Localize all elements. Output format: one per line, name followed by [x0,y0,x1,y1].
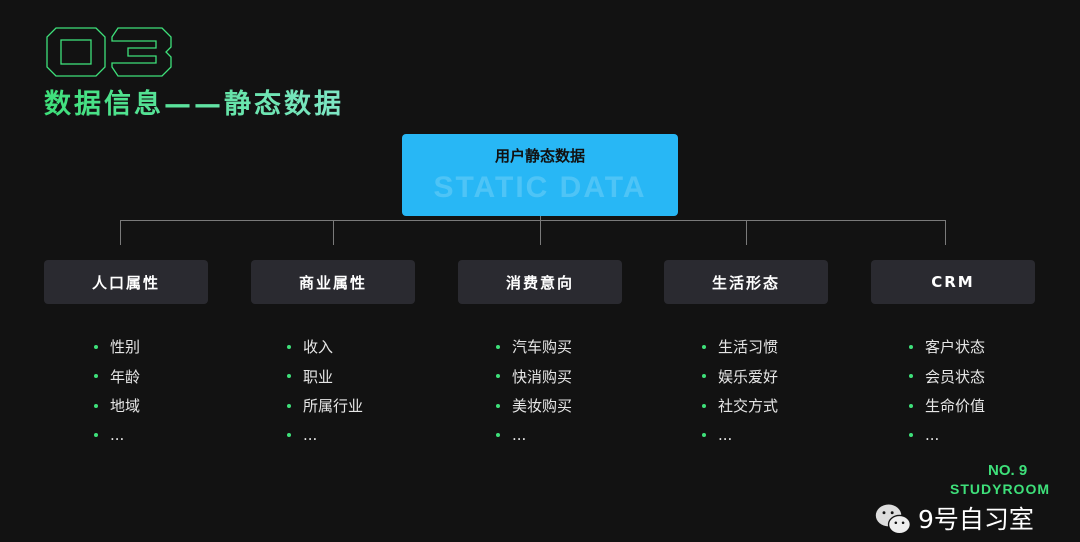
category-business: 商业属性 [251,260,415,304]
category-consumption: 消费意向 [458,260,622,304]
wechat-icon [875,504,912,535]
demographics-list: 性别 年龄 地域 ... [94,332,140,450]
list-item: ... [287,421,363,451]
list-item: 美妆购买 [496,391,572,421]
list-item: 娱乐爱好 [702,362,778,392]
list-item: 地域 [94,391,140,421]
list-item: 生命价值 [909,391,985,421]
lifestyle-list: 生活习惯 娱乐爱好 社交方式 ... [702,332,778,450]
crm-list: 客户状态 会员状态 生命价值 ... [909,332,985,450]
root-label: 用户静态数据 [494,147,585,165]
list-item: 快消购买 [496,362,572,392]
connector [120,220,121,245]
list-item: 年龄 [94,362,140,392]
root-watermark: STATIC DATA [433,171,647,204]
watermark-text: 9号自习室 [918,505,1034,534]
connector [120,220,946,221]
badge-name: STUDYROOM [950,481,1050,497]
connector [746,220,747,245]
page-title: 数据信息——静态数据 [44,82,344,121]
category-demographics: 人口属性 [44,260,208,304]
badge-number: NO. 9 [988,462,1028,479]
list-item: ... [702,421,778,451]
list-item: 收入 [287,332,363,362]
list-item: 客户状态 [909,332,985,362]
connector [540,216,541,220]
connector [945,220,946,245]
list-item: 职业 [287,362,363,392]
consumption-list: 汽车购买 快消购买 美妆购买 ... [496,332,572,450]
root-node: 用户静态数据 STATIC DATA [402,134,678,216]
category-crm: CRM [871,260,1035,304]
list-item: 性别 [94,332,140,362]
list-item: 社交方式 [702,391,778,421]
list-item: ... [909,421,985,451]
list-item: 汽车购买 [496,332,572,362]
connector [333,220,334,245]
list-item: 生活习惯 [702,332,778,362]
list-item: 所属行业 [287,391,363,421]
list-item: ... [496,421,572,451]
connector [540,220,541,245]
business-list: 收入 职业 所属行业 ... [287,332,363,450]
section-number-03 [46,27,172,77]
category-lifestyle: 生活形态 [664,260,828,304]
list-item: 会员状态 [909,362,985,392]
list-item: ... [94,421,140,451]
